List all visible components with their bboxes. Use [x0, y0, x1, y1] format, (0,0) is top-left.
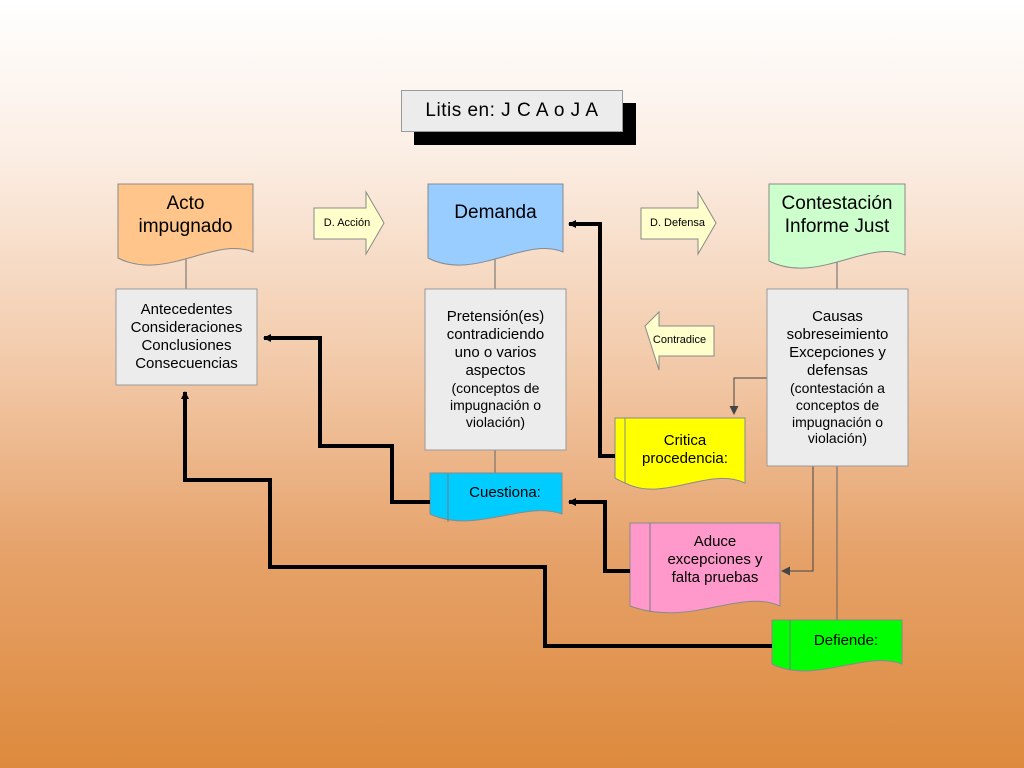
pretension-note-3: violación): [465, 413, 526, 430]
doc-critica-fold: [614, 417, 626, 484]
pretension-line-4: aspectos: [465, 362, 526, 380]
box-antecedentes: [115, 288, 258, 386]
block-arrow-defensa: [640, 190, 717, 256]
aduce-line-1: Aduce: [693, 533, 737, 550]
antecedentes-line-3: Conclusiones: [141, 337, 232, 354]
acto-line-2: impugnado: [138, 216, 233, 237]
antecedentes-line-2: Consideraciones: [130, 319, 243, 336]
defensa-arrow-label: D. Defensa: [649, 216, 706, 229]
critica-line-2: procedencia:: [642, 450, 728, 467]
causas-line-4: defensas: [807, 361, 868, 379]
contestacion-line-1: Contestación: [781, 193, 893, 215]
defiende-text: Defiende:: [813, 632, 879, 649]
aduce-line-3: falta pruebas: [671, 569, 759, 586]
causas-line-1: Causas: [812, 307, 863, 325]
critica-line-1: Critica: [663, 432, 707, 449]
pretension-text: Pretensión(es) contradiciendo uno o vari…: [425, 291, 566, 448]
doc-contestacion: [768, 183, 906, 269]
accion-arrow-label: D. Acción: [323, 216, 371, 229]
pretension-note-1: (conceptos de: [451, 380, 540, 397]
doc-critica: [624, 417, 746, 490]
causas-note-3: impugnación o: [791, 413, 884, 430]
diagram-title: Litis en: J C A o J A: [401, 90, 623, 132]
causas-text: Causas sobreseimiento Excepciones y defe…: [767, 292, 908, 463]
flow-cuestiona-to-antecedentes: [263, 334, 430, 504]
box-pretension: [424, 288, 567, 451]
causas-note-2: conceptos de: [795, 396, 880, 413]
pretension-note-2: impugnación o: [449, 397, 542, 414]
contradice-arrow-label: Contradice: [652, 334, 707, 347]
contestacion-line-2: Informe Just: [784, 216, 890, 237]
doc-aduce: [629, 522, 781, 614]
flow-aduce-to-cuestiona: [568, 498, 630, 573]
doc-cuestiona: [429, 472, 563, 522]
arrow-causas-to-aduce: [781, 466, 814, 576]
cuestiona-text: Cuestiona:: [469, 484, 541, 501]
causas-note-1: (contestación a: [790, 379, 885, 396]
demanda-label: Demanda: [454, 201, 537, 223]
box-causas: [766, 288, 909, 467]
contestacion-label: Contestación Informe Just: [769, 188, 905, 244]
acto-impugnado-label: Acto impugnado: [118, 188, 253, 244]
block-arrow-accion: [313, 190, 385, 256]
antecedentes-line-1: Antecedentes: [140, 301, 233, 318]
antecedentes-text: Antecedentes Consideraciones Conclusione…: [116, 289, 257, 385]
aduce-line-2: excepciones y: [667, 551, 763, 568]
block-arrow-contradice: [644, 310, 715, 371]
causas-note-4: violación): [807, 430, 868, 447]
pretension-line-2: contradiciendo: [446, 326, 545, 344]
doc-defiende: [771, 619, 903, 672]
arrow-causas-to-critica: [729, 377, 767, 415]
causas-line-3: Excepciones y: [789, 343, 886, 361]
aduce-text: Aduce excepciones y falta pruebas: [650, 527, 780, 593]
antecedentes-line-4: Consecuencias: [135, 355, 238, 372]
flow-critica-to-demanda: [568, 220, 615, 458]
causas-line-2: sobreseimiento: [786, 325, 889, 343]
pretension-line-3: uno o varios: [454, 344, 537, 362]
doc-demanda: [427, 183, 564, 266]
pretension-line-1: Pretensión(es): [446, 308, 545, 326]
acto-line-1: Acto: [166, 193, 205, 215]
doc-acto-impugnado: [117, 183, 254, 266]
critica-text: Critica procedencia:: [625, 426, 745, 474]
flow-defiende-to-antecedentes: [181, 391, 772, 648]
